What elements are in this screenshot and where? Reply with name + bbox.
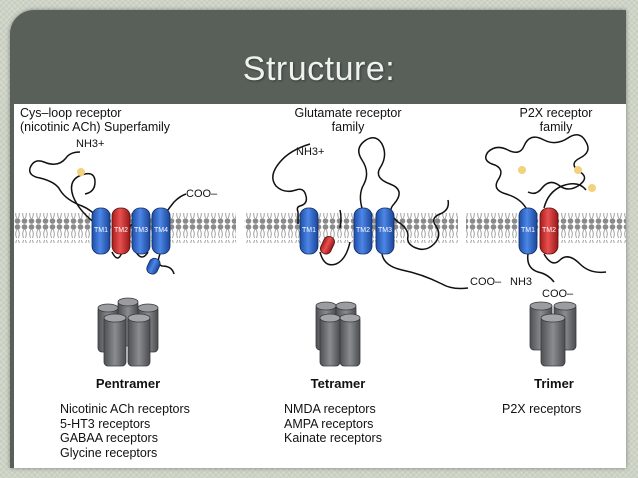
tm3-label-glu: TM3 [378,227,392,234]
disulfide-bond-marker [77,168,85,176]
tm3-helix-cys [131,207,151,255]
slide-title: Structure: [242,50,396,88]
intracellular-helix-cys [146,257,161,275]
glutamate-topology [272,137,469,290]
tm2-label-cys: TM2 [114,227,128,234]
assembly-label-pentamer: Pentramer [95,376,161,391]
assembly-label-tetramer: Tetramer [310,376,366,391]
receptor-list-glutamate: NMDA receptors AMPA receptors Kainate re… [284,402,382,446]
tm1-label-glu: TM1 [302,227,316,234]
assembly-label-trimer: Trimer [534,376,574,391]
receptor-structure-figure: Cys–loop receptor (nicotinic ACh) Superf… [14,104,626,468]
receptor-list-item: NMDA receptors [284,402,376,416]
receptor-list-p2x: P2X receptors [502,402,581,417]
tm2-helix-p2x [539,207,559,255]
tm2-label-p2x: TM2 [542,227,556,234]
tm4-helix-cys [151,207,171,255]
tm4-label-cys: TM4 [154,227,168,234]
c-terminal-label-glu: COO– [470,276,502,288]
receptor-list-item: AMPA receptors [284,416,374,431]
family-header-cys-loop: Cys–loop receptor (nicotinic ACh) Superf… [20,106,171,134]
pentamer-assembly [97,297,159,367]
disulfide-bond-marker-1 [518,166,526,174]
tm1-helix-p2x [518,207,538,255]
tm1-label-p2x: TM1 [521,227,535,234]
n-terminal-label-p2x: NH3 [510,276,533,288]
trimer-assembly [529,301,577,367]
c-terminal-label-p2x: COO– [542,288,574,300]
n-terminal-label-cys: NH3+ [76,138,105,150]
receptor-list-item: P2X receptors [502,402,582,416]
receptor-list-cys-loop: Nicotinic ACh receptors 5-HT3 receptors … [60,402,190,460]
receptor-list-item: Kainate receptors [284,431,382,445]
p-loop-helix-glu [319,235,335,255]
tm2-helix-cys [111,207,131,255]
membrane-middle [244,213,458,243]
tm1-label-cys: TM1 [94,227,108,234]
tm2-helix-glu [353,207,373,255]
p2x-topology [485,134,607,283]
tm1-helix-cys [91,207,111,255]
tm3-label-cys: TM3 [134,227,148,234]
family-header-p2x: P2X receptor family [519,106,593,134]
tm1-helix-glu [299,207,319,255]
receptor-list-item: GABAA receptors [60,431,158,445]
disulfide-bond-marker-3 [588,184,596,192]
c-terminal-label-cys: COO– [186,188,218,200]
tm2-label-glu: TM2 [356,227,370,234]
n-terminal-label-glu: NH3+ [296,146,325,158]
receptor-list-item: Nicotinic ACh receptors [60,402,190,416]
family-header-glutamate: Glutamate receptor family [294,106,402,134]
receptor-list-item: Glycine receptors [60,445,158,460]
receptor-diagram [14,134,626,367]
tm3-helix-glu [375,207,395,255]
tetramer-assembly [315,301,361,367]
disulfide-bond-marker-2 [574,166,582,174]
receptor-list-item: 5-HT3 receptors [60,416,151,431]
